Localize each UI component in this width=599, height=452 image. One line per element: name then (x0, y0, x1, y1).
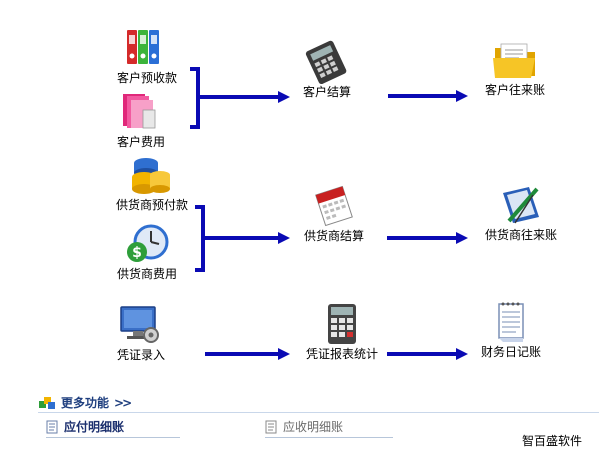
customer-prepay-label: 客户预收款 (117, 71, 178, 85)
arrow-head (278, 232, 290, 244)
divider (38, 412, 599, 413)
calculator-icon (305, 40, 347, 84)
supplier-prepay-button[interactable]: 供货商预付款 (116, 153, 188, 212)
arrow-head (278, 348, 290, 360)
receivable-detail-link[interactable]: 应收明细账 (265, 418, 393, 438)
open-folder-icon (493, 43, 535, 78)
calendar-icon (315, 185, 353, 227)
binders-icon (127, 30, 159, 64)
receivable-detail-label: 应收明细账 (283, 420, 344, 434)
supplier-expense-button[interactable]: $ 供货商费用 (117, 222, 177, 281)
connector-line (205, 352, 278, 356)
bracket-top-tick (195, 205, 205, 209)
arrow-head (456, 90, 468, 102)
bracket-spine (201, 205, 205, 272)
customer-ledger-label: 客户往来账 (485, 83, 546, 97)
more-functions-toggle[interactable]: 更多功能 >> (38, 394, 132, 411)
supplier-settle-label: 供货商结算 (304, 229, 365, 243)
document-icon (46, 420, 58, 433)
customer-prepay-button[interactable]: 客户预收款 (117, 26, 177, 85)
notepad-icon (498, 302, 524, 342)
double-chevron-icon: >> (114, 395, 132, 410)
drafting-tools-icon (503, 187, 539, 224)
connector-line (388, 94, 456, 98)
customer-settle-label: 客户结算 (303, 85, 352, 99)
payable-detail-link[interactable]: 应付明细账 (46, 418, 180, 438)
voucher-report-button[interactable]: 凭证报表统计 (306, 302, 378, 361)
connector-line (205, 236, 278, 240)
pink-folders-icon (123, 94, 156, 129)
blocks-icon (39, 396, 55, 409)
arrow-head (278, 91, 290, 103)
desk-calculator-icon (328, 304, 356, 344)
customer-expense-button[interactable]: 客户费用 (117, 90, 165, 149)
bracket-bottom-tick (195, 268, 205, 272)
bracket-bottom-tick (190, 125, 200, 129)
supplier-ledger-button[interactable]: 供货商往来账 (485, 183, 557, 242)
voucher-entry-label: 凭证录入 (117, 348, 166, 362)
supplier-settle-button[interactable]: 供货商结算 (304, 184, 364, 243)
payable-detail-label: 应付明细账 (64, 420, 125, 434)
document-icon (265, 420, 277, 433)
voucher-entry-button[interactable]: 凭证录入 (117, 303, 165, 362)
connector-line (200, 95, 278, 99)
more-functions-label: 更多功能 (61, 396, 110, 410)
supplier-ledger-label: 供货商往来账 (485, 228, 558, 242)
arrow-head (456, 232, 468, 244)
journal-label: 财务日记账 (481, 345, 542, 359)
monitor-gear-icon (120, 306, 159, 343)
clock-dollar-icon: $ (127, 224, 169, 262)
brand-name: 智百盛软件 (522, 434, 583, 448)
supplier-prepay-label: 供货商预付款 (116, 198, 189, 212)
customer-ledger-button[interactable]: 客户往来账 (485, 38, 545, 97)
svg-text:$: $ (132, 245, 142, 261)
bracket-spine (196, 67, 200, 129)
customer-expense-label: 客户费用 (117, 135, 166, 149)
coins-stack-icon (132, 158, 170, 194)
customer-settle-button[interactable]: 客户结算 (303, 40, 351, 99)
connector-line (387, 352, 456, 356)
arrow-head (456, 348, 468, 360)
supplier-expense-label: 供货商费用 (117, 267, 178, 281)
journal-button[interactable]: 财务日记账 (481, 300, 541, 359)
connector-line (387, 236, 456, 240)
voucher-report-label: 凭证报表统计 (306, 347, 379, 361)
bracket-top-tick (190, 67, 200, 71)
